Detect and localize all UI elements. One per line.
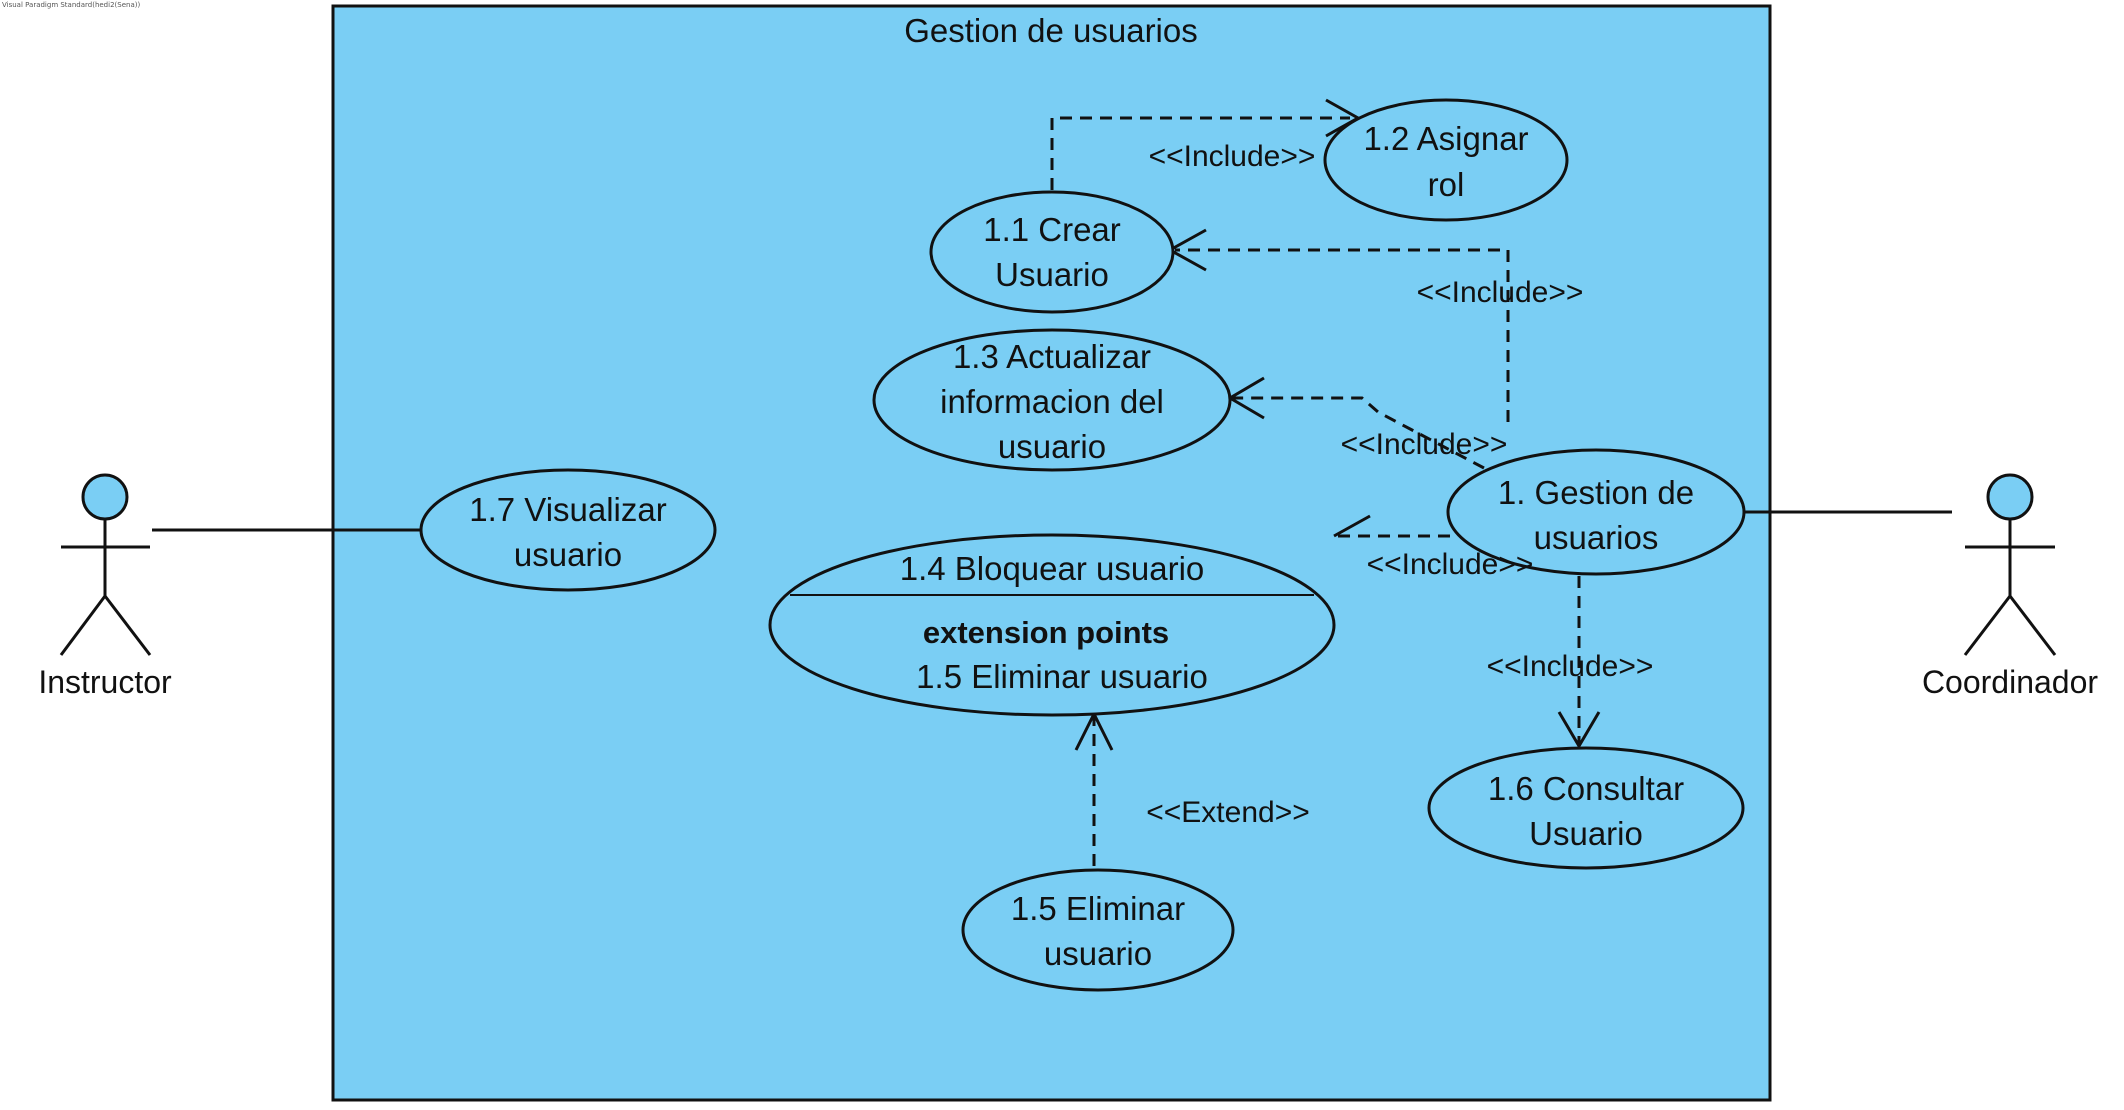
use-case-actualizar-informacion[interactable] — [872, 328, 1232, 472]
include-label-bloquear: <<Include>> — [1367, 548, 1534, 581]
use-case-asignar-rol-label-2: rol — [1428, 166, 1465, 203]
use-case-crear-usuario-label-2: Usuario — [995, 256, 1109, 293]
use-case-consultar-label-1: 1.6 Consultar — [1488, 770, 1684, 807]
actor-coordinador-right-leg — [2008, 595, 2057, 656]
use-case-gestion-usuarios[interactable] — [1446, 448, 1746, 576]
include-label-crear: <<Include>> — [1417, 276, 1584, 309]
use-case-asignar-rol-label-1: 1.2 Asignar — [1363, 120, 1528, 157]
actor-instructor-left-leg — [59, 595, 107, 656]
extension-point-eliminar: 1.5 Eliminar usuario — [916, 658, 1208, 695]
use-case-visualizar-label-2: usuario — [514, 536, 622, 573]
include-label-asignar: <<Include>> — [1149, 140, 1316, 173]
use-case-gestion-label-1: 1. Gestion de — [1498, 474, 1694, 511]
actor-coordinador[interactable] — [1963, 473, 2057, 656]
use-case-eliminar-usuario[interactable] — [961, 868, 1235, 992]
use-case-bloquear-usuario[interactable] — [768, 533, 1336, 717]
use-case-actualizar-label-3: usuario — [998, 428, 1106, 465]
use-case-actualizar-label-1: 1.3 Actualizar — [953, 338, 1151, 375]
use-case-consultar-label-2: Usuario — [1529, 815, 1643, 852]
actor-instructor-label: Instructor — [38, 664, 172, 700]
use-case-actualizar-label-2: informacion del — [940, 383, 1164, 420]
use-case-eliminar-label-2: usuario — [1044, 935, 1152, 972]
system-title: Gestion de usuarios — [904, 12, 1198, 49]
actor-coordinador-head — [1986, 473, 2034, 521]
include-label-consultar: <<Include>> — [1487, 650, 1654, 683]
include-crear-asignar[interactable] — [1050, 116, 1350, 190]
arrowhead-consultar — [1557, 711, 1601, 749]
use-case-bloquear-label: 1.4 Bloquear usuario — [900, 550, 1205, 587]
actor-coordinador-label: Coordinador — [1922, 664, 2098, 700]
include-label-actualizar: <<Include>> — [1341, 428, 1508, 461]
use-case-crear-usuario-label-1: 1.1 Crear — [983, 211, 1121, 248]
extend-label-eliminar: <<Extend>> — [1146, 796, 1309, 829]
arrowhead-bloquear — [1333, 514, 1371, 538]
use-case-gestion-label-2: usuarios — [1534, 519, 1659, 556]
include-main-actualizar[interactable] — [1230, 396, 1485, 470]
actor-instructor-head — [81, 473, 129, 521]
actor-instructor-right-leg — [103, 595, 152, 656]
use-case-crear-usuario[interactable] — [929, 190, 1175, 314]
use-case-asignar-rol[interactable] — [1323, 98, 1569, 222]
watermark: Visual Paradigm Standard(hedi2(Sena)) — [2, 1, 141, 9]
use-case-visualizar-label-1: 1.7 Visualizar — [469, 491, 667, 528]
use-case-eliminar-label-1: 1.5 Eliminar — [1011, 890, 1185, 927]
include-main-crear[interactable] — [1175, 248, 1510, 422]
use-case-visualizar-usuario[interactable] — [419, 468, 717, 592]
use-case-consultar-usuario[interactable] — [1427, 746, 1745, 870]
extension-points-heading: extension points — [923, 615, 1169, 650]
actor-instructor[interactable] — [59, 473, 152, 656]
actor-coordinador-left-leg — [1963, 595, 2012, 656]
